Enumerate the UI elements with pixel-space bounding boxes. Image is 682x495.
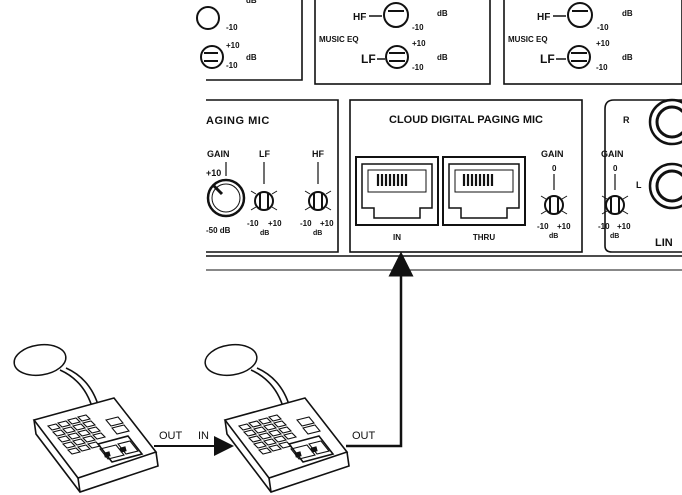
- gain-db: dB: [610, 233, 619, 240]
- gain-max-label: +10: [206, 168, 221, 178]
- gain-min-label: -50 dB: [206, 226, 231, 235]
- lf-minus: -10: [247, 219, 259, 228]
- rj45-in-port: [355, 156, 439, 226]
- hf-db: dB: [313, 230, 322, 237]
- in-label-mic2: IN: [198, 430, 209, 442]
- hf-db: dB: [622, 9, 633, 18]
- music-eq-label: MUSIC EQ: [319, 35, 359, 44]
- lf-plus: +10: [596, 39, 610, 48]
- paging-mic-section: AGING MIC GAIN +10 -50 dB LF -10 +10 dB …: [206, 115, 334, 237]
- paging-mic-1: [13, 343, 159, 493]
- music-eq-box-2: HF -10 dB MUSIC EQ LF +10 -10 dB: [508, 2, 633, 72]
- lf-minus-label: -10: [226, 61, 238, 70]
- gain-zero: 0: [613, 164, 618, 173]
- lf-label: LF: [540, 52, 555, 66]
- hf-plus: +10: [320, 219, 334, 228]
- db-label: dB: [246, 53, 257, 62]
- gain-knob: [206, 178, 246, 218]
- music-eq-partial: -10 +10 -10 dB dB: [196, 0, 257, 70]
- gain-minus: -10: [598, 222, 610, 231]
- hf-label: HF: [312, 149, 324, 159]
- cable-mic2-to-panel: [346, 251, 414, 448]
- port-in-label: IN: [393, 233, 401, 242]
- gain-zero: 0: [552, 164, 557, 173]
- rj45-thru-port: [442, 156, 526, 226]
- l-label: L: [636, 180, 642, 190]
- hf-db: dB: [437, 9, 448, 18]
- hf-minus: -10: [300, 219, 312, 228]
- r-label: R: [623, 115, 630, 125]
- out-label-mic1: OUT: [159, 430, 183, 442]
- lf-label: LF: [361, 52, 376, 66]
- hf-label: HF: [353, 12, 366, 23]
- lf-db: dB: [437, 53, 448, 62]
- lf-plus-label: +10: [226, 41, 240, 50]
- line-label: LIN: [655, 237, 673, 249]
- paging-mic-title: AGING MIC: [206, 115, 270, 127]
- out-label-mic2: OUT: [352, 430, 376, 442]
- cloud-digital-paging-mic-section: CLOUD DIGITAL PAGING MIC IN: [355, 114, 571, 242]
- gain-knob: [605, 195, 625, 215]
- lf-minus: -10: [412, 63, 424, 72]
- db-label-top: dB: [246, 0, 257, 5]
- gain-knob: [544, 195, 564, 215]
- lf-db: dB: [260, 230, 269, 237]
- gain-label: GAIN: [541, 149, 564, 159]
- gain-minus: -10: [537, 222, 549, 231]
- music-eq-label: MUSIC EQ: [508, 35, 548, 44]
- music-eq-box-1: HF -10 dB MUSIC EQ LF +10 -10 dB: [319, 2, 448, 72]
- rear-panel: [206, 0, 682, 271]
- line-input-section: GAIN 0 -10 +10 dB R L LIN: [598, 98, 682, 249]
- rca-l-jack: [648, 162, 682, 210]
- paging-mic-2: [204, 343, 350, 493]
- hf-minus-label: -10: [226, 23, 238, 32]
- rca-r-jack: [648, 98, 682, 146]
- hf-label: HF: [537, 12, 550, 23]
- lf-minus: -10: [596, 63, 608, 72]
- gain-db: dB: [549, 233, 558, 240]
- gain-label: GAIN: [601, 149, 624, 159]
- hf-minus: -10: [597, 23, 609, 32]
- lf-label: LF: [259, 149, 270, 159]
- lf-plus: +10: [412, 39, 426, 48]
- gain-plus: +10: [557, 222, 571, 231]
- lf-knob: [254, 191, 274, 211]
- hf-knob: [308, 191, 328, 211]
- gain-label: GAIN: [207, 149, 230, 159]
- port-thru-label: THRU: [473, 233, 495, 242]
- lf-plus: +10: [268, 219, 282, 228]
- hf-minus: -10: [412, 23, 424, 32]
- lf-db: dB: [622, 53, 633, 62]
- gain-plus: +10: [617, 222, 631, 231]
- cloud-digital-title: CLOUD DIGITAL PAGING MIC: [389, 114, 543, 126]
